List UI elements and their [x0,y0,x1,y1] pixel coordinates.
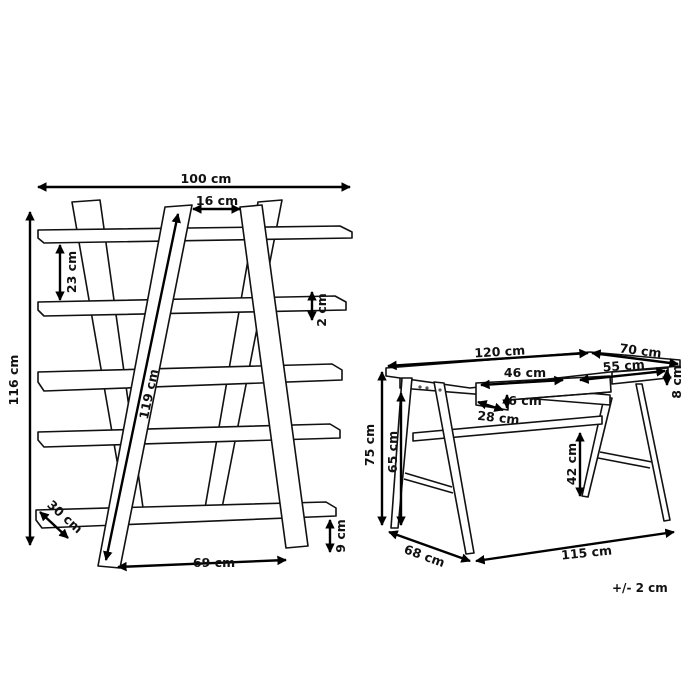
desk-screw-1 [418,385,422,389]
label-height: 116 cm [6,355,21,406]
desk-right-stretcher-edge [597,457,651,469]
desk-left-stretcher-edge [403,478,454,494]
label-desk-height: 75 cm [362,424,377,466]
shelf-board-2 [37,295,347,317]
ladder-shelf: 100 cm 16 cm 23 cm 2 cm 116 cm 119 cm 30… [6,171,353,572]
drawer-edge [507,391,611,401]
label-base-width: 69 cm [193,555,235,570]
desk-right-stretcher [599,451,653,463]
desk-left-stretcher [404,472,453,488]
label-drawer-width: 46 cm [504,365,546,380]
label-apron-height: 8 cm [669,365,684,398]
desk-front-mid-leg [433,381,475,555]
desk: 120 cm 70 cm 46 cm 55 cm 8 cm 6 cm 28 cm… [362,341,684,571]
label-desk-width: 120 cm [474,342,526,360]
shelf-board-3 [37,363,343,392]
dim-arrow-leg-length [103,213,181,561]
label-desk-depth: 70 cm [619,341,663,361]
dim-arrow-base-width [117,555,287,572]
label-bottom-clearance: 9 cm [333,519,348,552]
dim-arrow-drawer-width [480,375,564,390]
label-drawer-depth: 28 cm [477,408,521,427]
label-shelf-thickness: 2 cm [314,293,329,326]
dim-arrow-base-depth [388,530,471,563]
label-shelf-spacing: 23 cm [64,251,79,293]
front-right-leg [239,204,309,549]
desk-back-right-leg [635,383,671,522]
desk-back-mid-leg [581,397,613,498]
dim-arrow-base-width [475,528,675,565]
dim-arrow-desk-width [387,348,589,371]
label-crossbar-height: 42 cm [564,443,579,485]
label-legroom-height: 65 cm [385,431,400,473]
label-top-gap: 16 cm [196,193,238,208]
dim-arrow-side-width [579,367,666,384]
label-side-width: 55 cm [602,357,645,375]
tolerance-note: +/- 2 cm [612,581,668,595]
label-drawer-height: 6 cm [508,393,541,408]
label-width: 100 cm [181,171,232,186]
desk-screw-2 [425,386,429,390]
desk-crossbar [412,415,603,442]
desk-screw-3 [438,388,442,392]
label-desk-base-width: 115 cm [560,542,612,562]
dim-arrow-desk-depth [591,349,679,368]
dim-arrow-depth [39,511,69,539]
dim-arrow-drawer-depth [477,400,504,412]
